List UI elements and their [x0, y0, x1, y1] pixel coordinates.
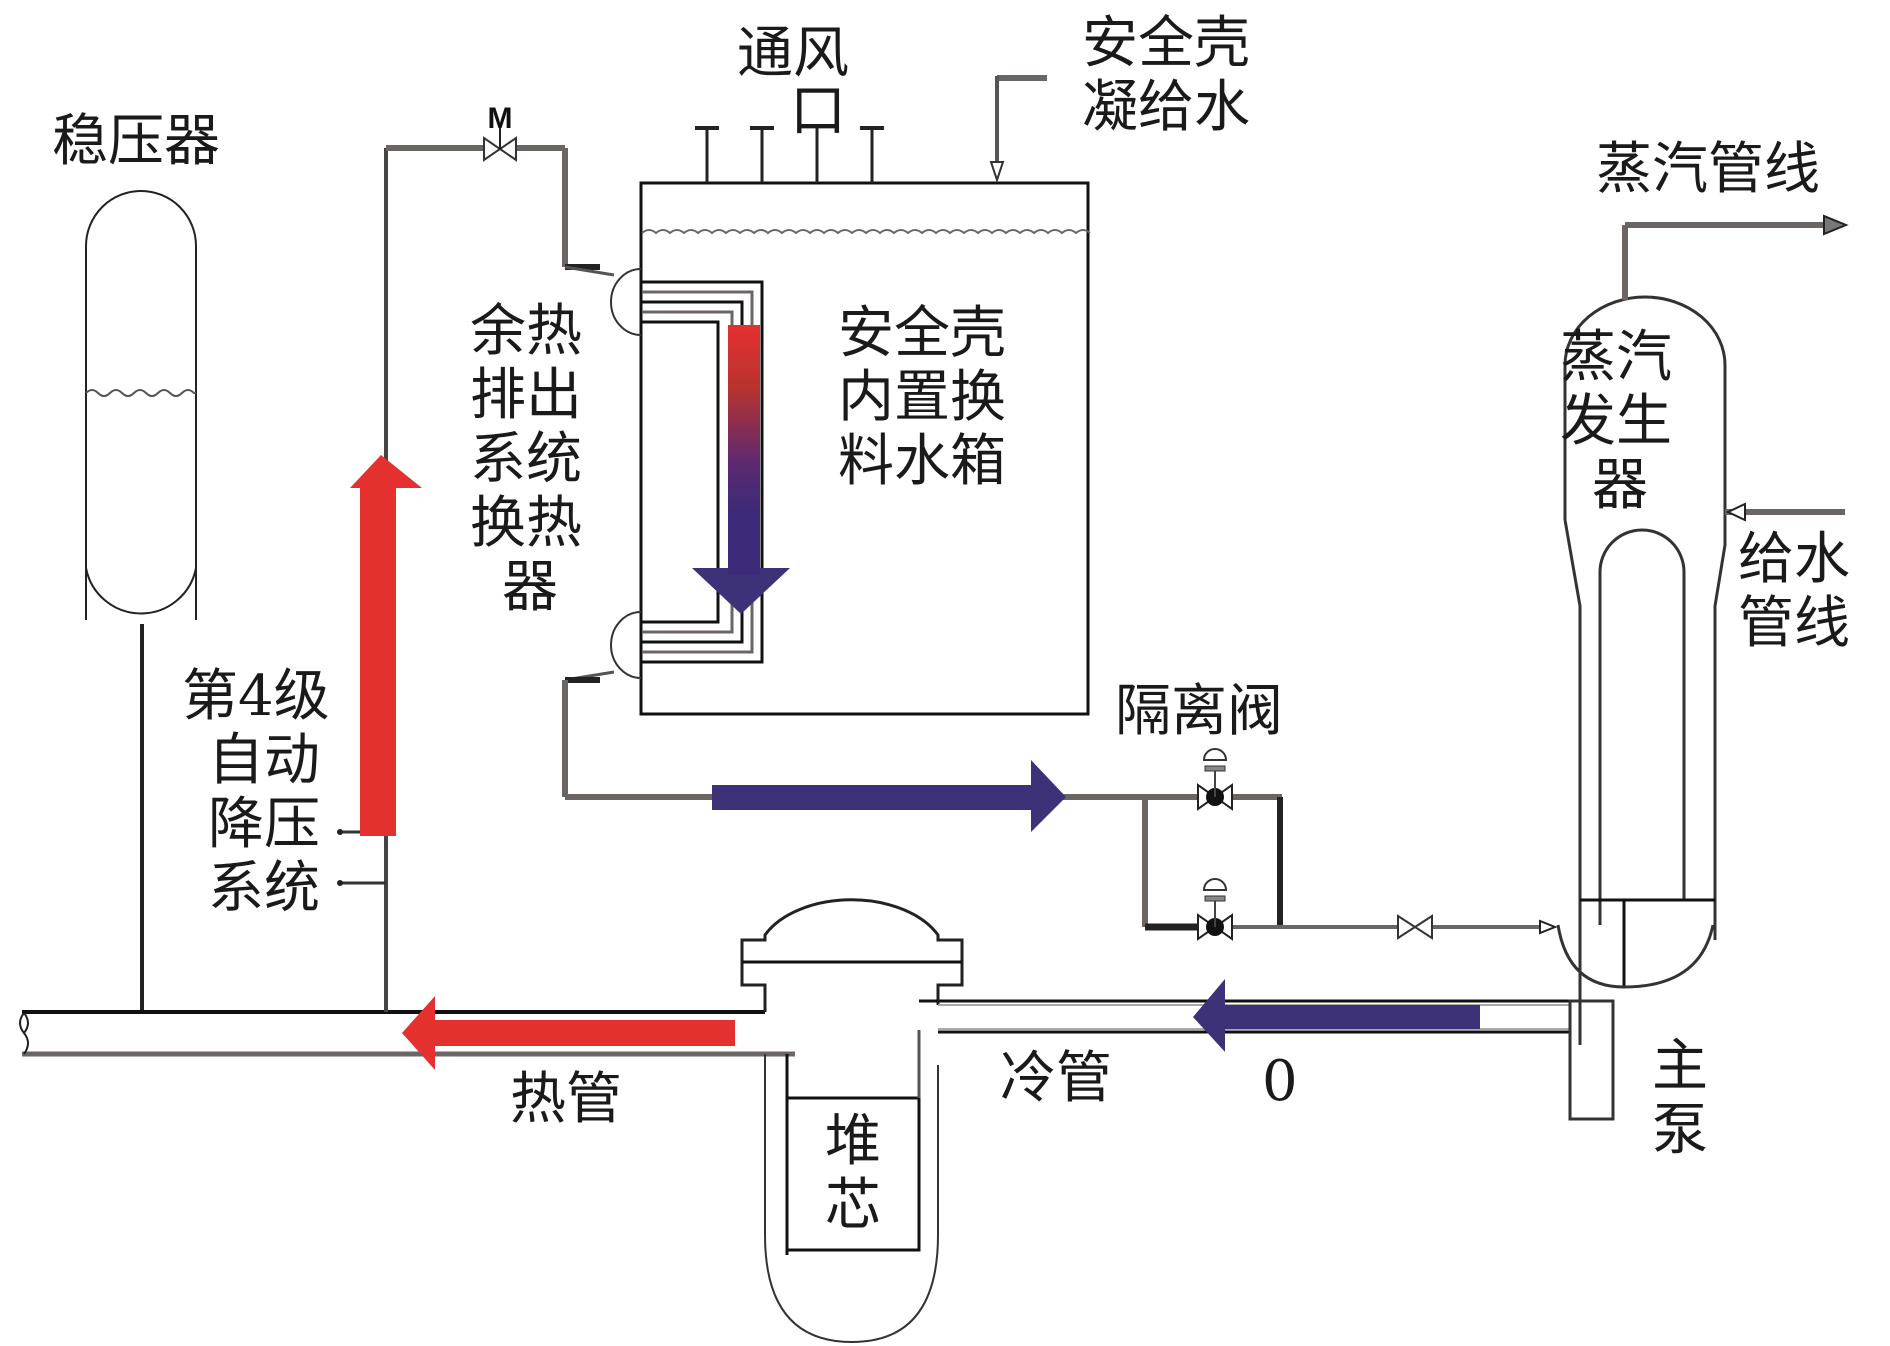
hot-leg-label: 热管 — [510, 1067, 622, 1132]
cold-leg-marker: 0 — [1262, 1049, 1298, 1114]
irwst-label-1: 安全壳 — [838, 301, 1006, 366]
rhr-hx-label-4: 换热 — [470, 491, 582, 556]
reactor-core — [785, 1096, 921, 1252]
isolation-valve-label: 隔离阀 — [1115, 679, 1283, 744]
pressurizer-water-level — [85, 389, 196, 397]
ads-hot-flow-arrow — [350, 455, 422, 836]
hx-flow-arrow-head — [692, 568, 790, 614]
hx-tube — [642, 320, 720, 624]
main-pump — [1568, 999, 1615, 1121]
ads-label-2: 自动 — [208, 728, 320, 793]
vent-pipes — [695, 126, 884, 183]
isolation-valve-1 — [1197, 748, 1233, 811]
main-pump-label-2: 泵 — [1652, 1098, 1708, 1163]
reactor-vessel — [740, 898, 964, 1344]
vent-label-line2: 口 — [790, 79, 846, 144]
hx-tube — [642, 280, 764, 664]
pressurizer-label: 稳压器 — [52, 109, 220, 174]
rhr-hx-label-2: 排出 — [470, 363, 582, 428]
check-valve — [1397, 914, 1433, 940]
sg-label-3: 器 — [1592, 453, 1648, 518]
cold-leg-flow-arrow — [1193, 979, 1480, 1052]
condensate-label-line1: 安全壳 — [1082, 11, 1250, 76]
isolation-valve-2 — [1197, 878, 1233, 941]
irwst-tank — [639, 75, 1091, 716]
irwst-label-2: 内置换 — [838, 365, 1006, 430]
feedwater-label-2: 管线 — [1738, 591, 1850, 656]
hot-leg-pipe — [19, 1010, 795, 1057]
pressurizer-vessel — [85, 190, 197, 1013]
rhr-hx-label-1: 余热 — [470, 299, 582, 364]
condensate-feed-line — [989, 75, 1047, 184]
irwst-label-3: 料水箱 — [838, 429, 1006, 494]
tank-water-level — [641, 229, 1091, 235]
motor-valve-tag: M — [488, 102, 513, 135]
rhr-hx-label-3: 系统 — [470, 427, 582, 492]
motor-operated-valve — [483, 127, 517, 162]
ads-label-3: 降压 — [208, 792, 320, 857]
main-pump-label-1: 主 — [1652, 1034, 1708, 1099]
condensate-label-line2: 凝给水 — [1082, 75, 1250, 140]
ads-label-4: 系统 — [208, 856, 320, 921]
sg-label-1: 蒸汽 — [1560, 325, 1672, 390]
sg-label-2: 发生 — [1560, 389, 1672, 454]
rhr-hx-label-5: 器 — [502, 555, 558, 620]
hot-leg-flow-arrow — [402, 996, 735, 1070]
cold-leg-label: 冷管 — [1000, 1046, 1112, 1111]
feedwater-label-1: 给水 — [1738, 527, 1850, 592]
steam-line-label: 蒸汽管线 — [1596, 137, 1820, 202]
ads-label-1: 第4级 — [182, 664, 330, 729]
steam-generator — [1556, 214, 1849, 1121]
flow-arrows — [350, 325, 1480, 1070]
core-label-1: 堆 — [825, 1109, 881, 1174]
core-label-2: 芯 — [825, 1173, 881, 1238]
vent-label-line1: 通风 — [737, 21, 849, 86]
hx-flow-arrow-body — [728, 325, 760, 575]
return-cold-flow-arrow — [712, 760, 1066, 832]
